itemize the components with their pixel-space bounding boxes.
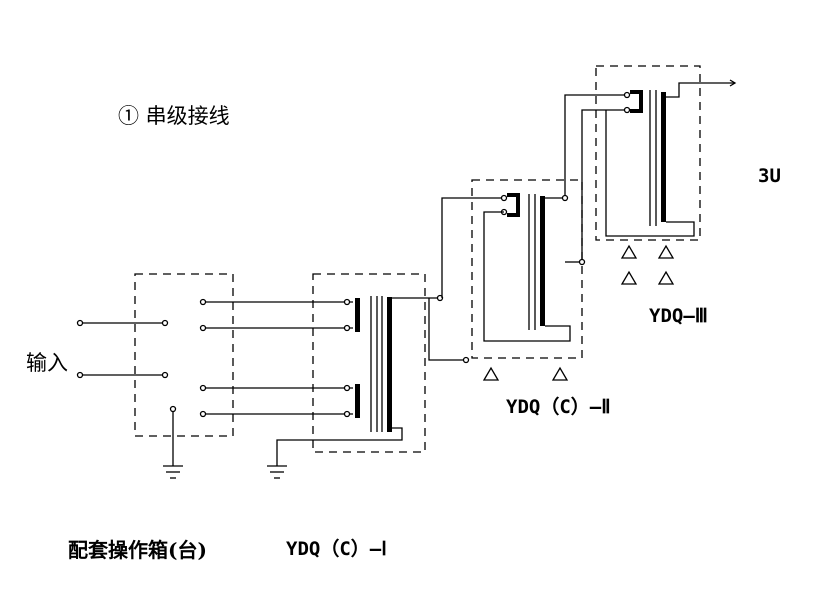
output-voltage-label: 3U [758,165,781,187]
ground-icon [163,465,183,479]
stage-1-label: YDQ（C）—Ⅰ [286,538,387,560]
insulator-icons [482,244,675,381]
ground-icon [267,465,287,479]
stage-3-outline [595,65,701,241]
control-box-outline [134,273,234,437]
stage-3-label: YDQ—Ⅲ [649,305,708,327]
control-box-label: 配套操作箱(台) [68,538,207,562]
input-label: 输入 [26,351,68,375]
stage-2-outline [471,179,583,359]
stage-1-outline [312,273,426,453]
stage-2-label: YDQ（C）—Ⅱ [506,396,611,418]
diagram-title: ① 串级接线 [118,104,230,128]
